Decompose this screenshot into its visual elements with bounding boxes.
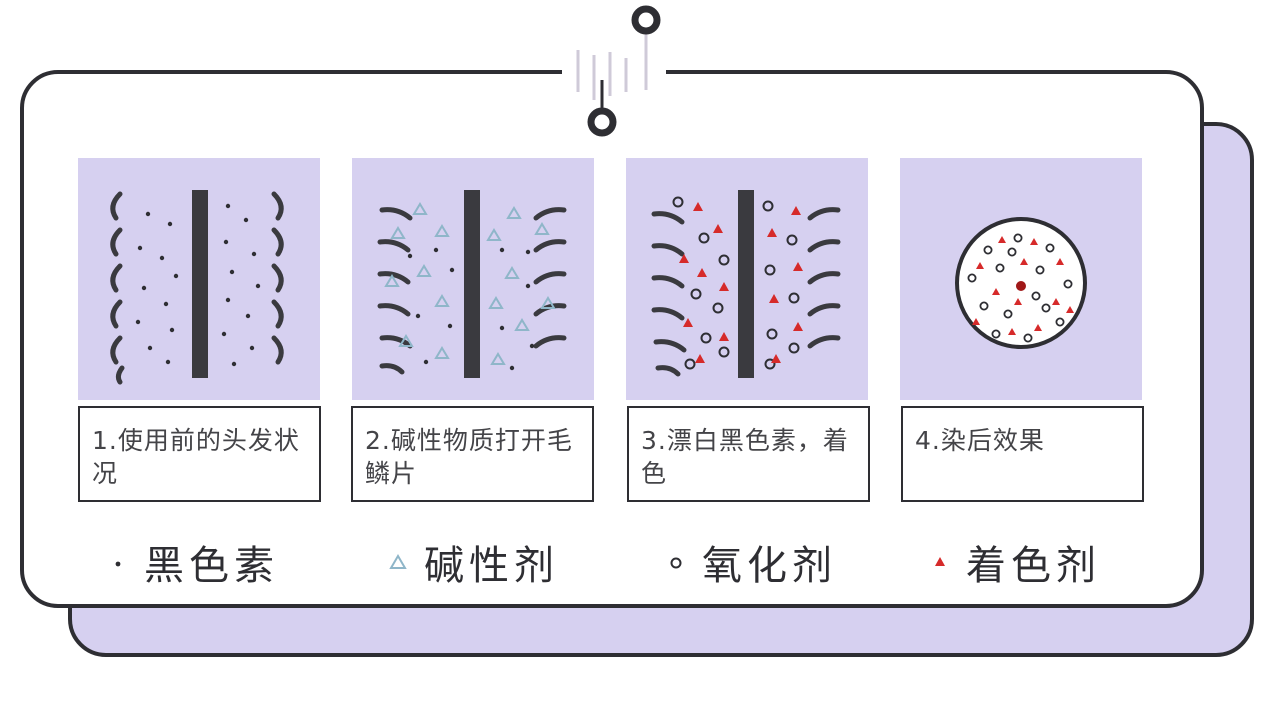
- triangle-filled-icon: [935, 557, 945, 566]
- card-top-gap: [562, 66, 666, 78]
- legend-oxidant: 氧化剂: [666, 536, 837, 589]
- panel-3-illustration: [651, 190, 841, 378]
- step-2-caption: 2.碱性物质打开毛鳞片: [351, 406, 594, 502]
- panel-2-illustration: [377, 190, 567, 378]
- step-3-caption: 3.漂白黑色素，着色: [627, 406, 870, 502]
- legend-melanin-label: 黑色素: [144, 543, 279, 589]
- step-4-caption: 4.染后效果: [901, 406, 1144, 502]
- panel-bleach-coloring: [626, 158, 868, 400]
- panel-after-dye: [900, 158, 1142, 400]
- panel-1-illustration: [110, 190, 284, 385]
- dot-icon: [115, 561, 121, 567]
- legend-oxidant-label: 氧化剂: [702, 543, 837, 589]
- step-1-caption: 1.使用前的头发状况: [78, 406, 321, 502]
- legend-colorant-label: 着色剂: [966, 543, 1101, 589]
- decorative-pins-icon: [576, 5, 661, 137]
- legend-alkaline-label: 碱性剂: [424, 543, 559, 589]
- panel-hair-before: [78, 158, 320, 400]
- legend-melanin: 黑色素: [108, 536, 279, 589]
- panel-alkaline-opening: [352, 158, 594, 400]
- legend-alkaline: 碱性剂: [388, 536, 559, 589]
- legend-colorant: 着色剂: [930, 536, 1101, 589]
- circle-outline-icon: [670, 557, 682, 569]
- triangle-outline-icon: [389, 554, 407, 569]
- panel-4-illustration: [955, 217, 1087, 349]
